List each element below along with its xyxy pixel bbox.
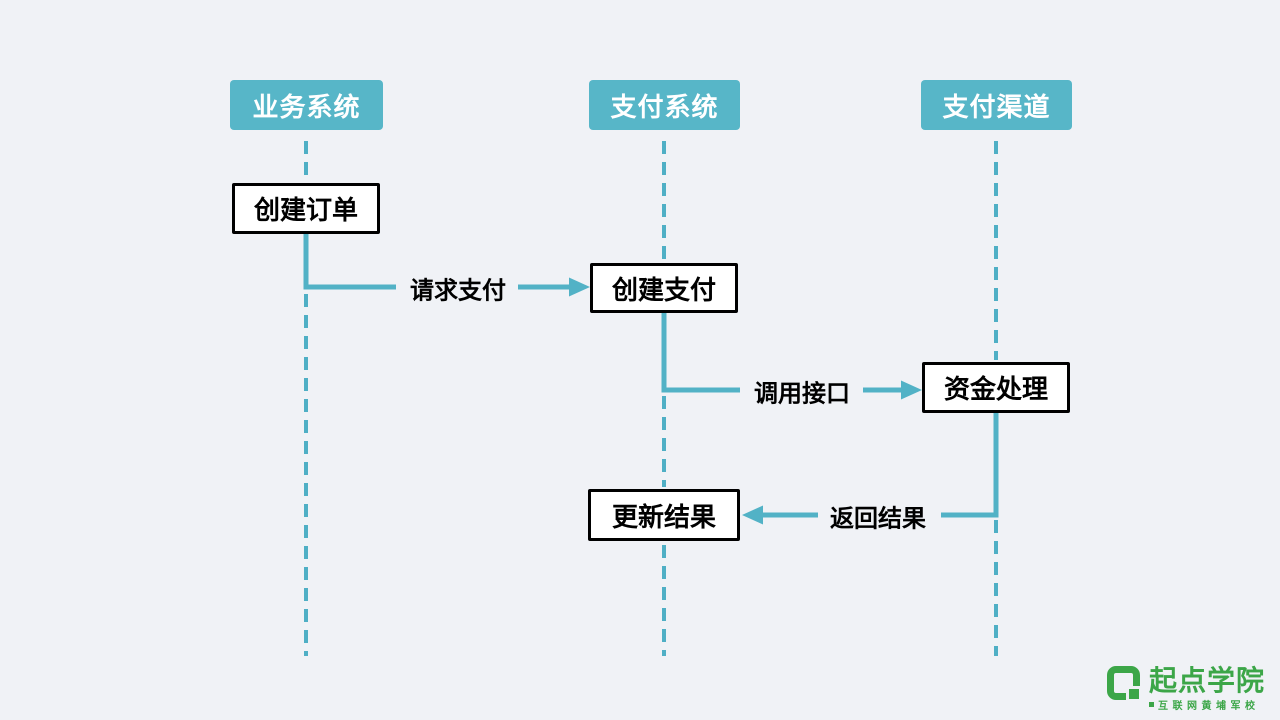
actor-header-payment-system: 支付系统	[589, 80, 740, 130]
logo-tagline: 互联网黄埔军校	[1149, 697, 1265, 712]
actor-header-payment-channel: 支付渠道	[921, 80, 1072, 130]
connector-call-interface	[661, 313, 922, 400]
qidian-q-mark-icon	[1107, 666, 1140, 700]
connector-line	[661, 313, 740, 393]
step-box-create-payment: 创建支付	[590, 263, 738, 313]
connector-line	[941, 413, 999, 518]
arrowhead-left-icon	[742, 505, 763, 525]
logo-text-block: 起点学院 互联网黄埔军校	[1149, 666, 1265, 712]
message-label-request-payment: 请求支付	[410, 277, 506, 305]
logo-tagline-text: 互联网黄埔军校	[1158, 701, 1260, 712]
arrowhead-right-icon	[901, 380, 922, 400]
message-label-call-interface: 调用接口	[754, 380, 850, 408]
connector-request-payment	[303, 234, 590, 297]
actor-header-business-system: 业务系统	[230, 80, 383, 130]
qidian-academy-logo: 起点学院 互联网黄埔军校	[1107, 666, 1265, 712]
message-label-return-result: 返回结果	[830, 505, 926, 533]
step-box-update-result: 更新结果	[588, 489, 740, 541]
step-box-create-order: 创建订单	[232, 183, 380, 234]
tagline-bullet-icon	[1149, 702, 1154, 707]
connector-return-result	[742, 413, 999, 525]
step-box-funds-processing: 资金处理	[922, 362, 1070, 413]
arrowhead-right-icon	[569, 277, 590, 297]
connector-line	[303, 234, 396, 290]
logo-name: 起点学院	[1149, 665, 1266, 696]
